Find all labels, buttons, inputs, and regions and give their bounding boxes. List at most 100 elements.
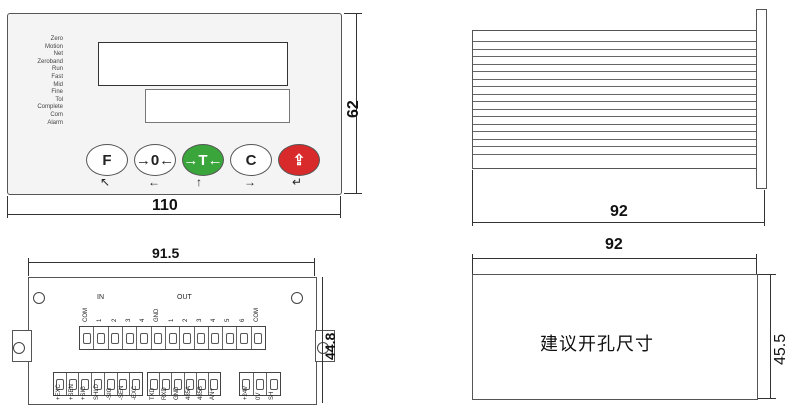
in-group-label: IN bbox=[97, 294, 104, 301]
rear-width-label: 91.5 bbox=[152, 245, 180, 261]
front-height-ext-bottom bbox=[344, 193, 362, 194]
indicator-label: Zero bbox=[50, 36, 63, 42]
terminal-label: +24V bbox=[242, 385, 249, 400]
key-button[interactable]: →T← bbox=[182, 144, 224, 176]
cutout-width-dim-line bbox=[472, 258, 756, 259]
terminal-screw bbox=[166, 327, 181, 349]
cutout-height-label: 45.5 bbox=[772, 333, 789, 365]
terminal-label: -EXC bbox=[131, 385, 138, 400]
terminal-screw bbox=[148, 373, 161, 395]
side-view-body bbox=[472, 30, 758, 169]
side-depth-dim-line bbox=[472, 222, 765, 223]
main-display bbox=[98, 42, 288, 86]
terminal-label: 485B bbox=[198, 385, 204, 400]
key-button[interactable]: ⇪ bbox=[278, 144, 320, 176]
indicator-label: Mid bbox=[53, 81, 63, 88]
terminal-label: 3 bbox=[125, 318, 132, 322]
cutout-height-ext-top bbox=[758, 274, 776, 275]
terminal-screw bbox=[180, 327, 195, 349]
terminal-label: 1 bbox=[168, 318, 175, 322]
terminal-label: 2 bbox=[111, 318, 118, 322]
rear-width-ext-right bbox=[314, 258, 315, 276]
terminal-screw bbox=[223, 327, 238, 349]
indicator-label: Net bbox=[53, 51, 63, 58]
terminal-screw bbox=[105, 373, 118, 395]
terminal-screw bbox=[137, 327, 152, 349]
screw-icon bbox=[317, 342, 329, 354]
side-depth-ext-right bbox=[764, 190, 765, 226]
terminal-label: 1 bbox=[97, 318, 104, 322]
terminal-label: 3 bbox=[196, 318, 203, 322]
terminal-label: SH bbox=[269, 391, 276, 400]
cutout-width-ext-right bbox=[756, 254, 757, 274]
terminal-label: COM bbox=[83, 308, 90, 322]
terminal-screw bbox=[172, 373, 185, 395]
terminal-label: TXD bbox=[150, 388, 156, 400]
key-button[interactable]: C bbox=[230, 144, 272, 176]
fin-line bbox=[473, 101, 757, 102]
terminal-screw bbox=[252, 327, 265, 349]
sub-display bbox=[145, 89, 290, 123]
fin-line bbox=[473, 48, 757, 50]
bottom-left-terminal-block bbox=[53, 372, 143, 396]
terminal-label: +EXC bbox=[56, 384, 63, 400]
front-width-ext-left bbox=[7, 196, 8, 218]
side-depth-label: 92 bbox=[610, 203, 628, 220]
indicator-label: Zeroband bbox=[37, 58, 63, 65]
key-hint-icon: ↖ bbox=[100, 175, 111, 189]
top-terminal-block bbox=[79, 326, 266, 350]
fin-line bbox=[473, 56, 757, 57]
rear-height-label: 44.8 bbox=[322, 332, 338, 360]
bottom-right-terminal-block bbox=[239, 372, 281, 396]
front-height-ext-top bbox=[344, 13, 362, 14]
terminal-label: GND bbox=[154, 308, 161, 322]
terminal-screw bbox=[94, 327, 109, 349]
cutout-outline bbox=[472, 274, 758, 400]
indicator-label: Run bbox=[51, 66, 63, 73]
indicator-label: Alarm bbox=[47, 119, 63, 126]
fin-line bbox=[473, 108, 757, 110]
terminal-label: +SEN bbox=[68, 384, 75, 400]
screw-icon bbox=[291, 292, 303, 304]
out-group-label: OUT bbox=[177, 294, 192, 301]
bottom-mid-terminal-block bbox=[147, 372, 221, 396]
fin-line bbox=[473, 153, 757, 155]
indicator-label: Fine bbox=[51, 89, 63, 96]
fin-line bbox=[473, 41, 757, 42]
terminal-screw bbox=[240, 373, 254, 395]
cutout-width-label: 92 bbox=[605, 236, 623, 253]
key-hint-icon: ← bbox=[148, 175, 160, 189]
terminal-label: SHLD bbox=[94, 383, 100, 400]
rear-width-ext-left bbox=[28, 258, 29, 276]
terminal-label: 0V bbox=[256, 392, 262, 400]
fin-line bbox=[473, 146, 757, 147]
terminal-label: AN+ bbox=[210, 388, 216, 400]
cutout-height-ext-bottom bbox=[758, 398, 776, 399]
indicator-label: Com bbox=[50, 112, 63, 118]
terminal-screw bbox=[185, 373, 197, 395]
terminal-screw bbox=[267, 373, 280, 395]
terminal-screw bbox=[237, 327, 252, 349]
terminal-screw bbox=[118, 373, 131, 395]
indicator-label: Motion bbox=[44, 43, 63, 50]
key-button[interactable]: →0← bbox=[134, 144, 176, 176]
terminal-label: GND bbox=[174, 386, 180, 400]
key-hint-icon: → bbox=[244, 175, 256, 189]
terminal-screw bbox=[92, 373, 105, 395]
fin-line bbox=[473, 138, 757, 140]
terminal-screw bbox=[130, 373, 142, 395]
fin-line bbox=[473, 93, 757, 95]
fin-line bbox=[473, 63, 757, 65]
indicator-label: Tol bbox=[55, 96, 63, 103]
front-height-dim-line bbox=[356, 13, 357, 193]
terminal-screw bbox=[123, 327, 138, 349]
terminal-screw bbox=[254, 373, 268, 395]
rear-height-dim-line bbox=[322, 277, 323, 403]
front-width-ext-right bbox=[340, 196, 341, 218]
key-button[interactable]: F bbox=[86, 144, 128, 176]
terminal-label: 5 bbox=[225, 318, 232, 322]
terminal-label: 6 bbox=[239, 318, 246, 322]
